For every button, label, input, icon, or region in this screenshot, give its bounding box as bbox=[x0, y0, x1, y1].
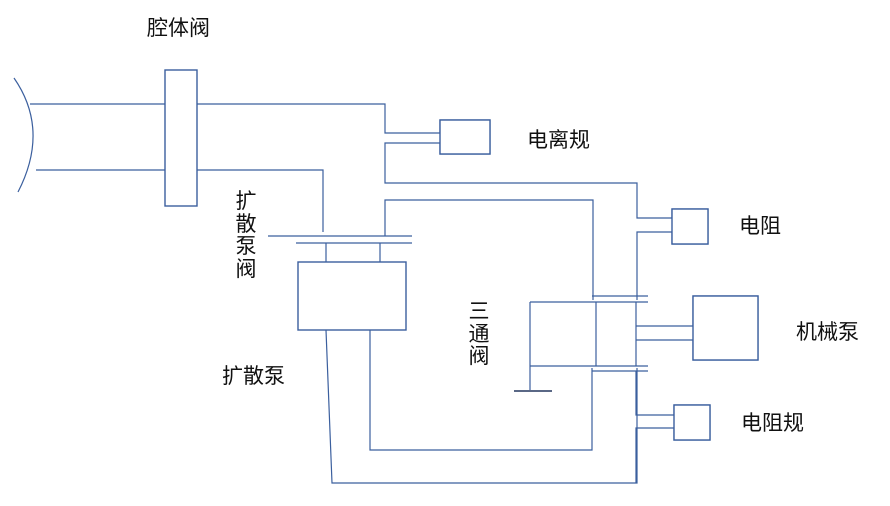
vacuum-chamber bbox=[13, 77, 34, 193]
diffusion-pump-valve-label: 扩散泵阀 bbox=[235, 189, 257, 282]
mechanical-pump-box bbox=[692, 295, 759, 361]
diffusion-outlet-inner bbox=[369, 330, 593, 451]
resistance-gauge-box bbox=[673, 404, 711, 441]
main-pipe-bottom bbox=[197, 169, 324, 232]
diffusion-outlet-outer bbox=[325, 329, 638, 484]
diffusion-pump-body bbox=[297, 261, 407, 331]
ion-gauge-label: 电离规 bbox=[527, 128, 590, 152]
chamber-valve-body bbox=[164, 69, 198, 207]
diffusion-pump-label: 扩散泵 bbox=[222, 364, 285, 388]
three-way-valve-label: 三通阀 bbox=[468, 299, 490, 369]
resistance-gauge-label: 电阻规 bbox=[741, 411, 804, 435]
chamber-valve-label: 腔体阀 bbox=[147, 16, 210, 40]
resistance-box bbox=[671, 208, 709, 245]
diffusion-valve-foreline-up bbox=[384, 199, 594, 300]
ion-gauge-box bbox=[439, 119, 491, 155]
resistance-label: 电阻 bbox=[739, 214, 781, 238]
mechanical-pump-label: 机械泵 bbox=[796, 320, 859, 344]
